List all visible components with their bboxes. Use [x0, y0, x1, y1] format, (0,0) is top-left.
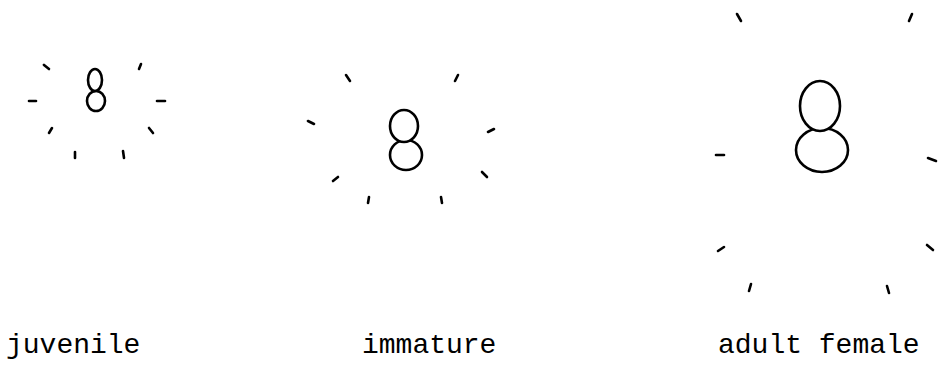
immature-figure: [308, 75, 494, 203]
stage-label: adult female: [718, 330, 920, 362]
juvenile-figure: [29, 64, 165, 158]
stage-label: juvenile: [6, 330, 140, 362]
stage-label: immature: [362, 330, 496, 362]
adult-female-figure: [716, 14, 936, 293]
